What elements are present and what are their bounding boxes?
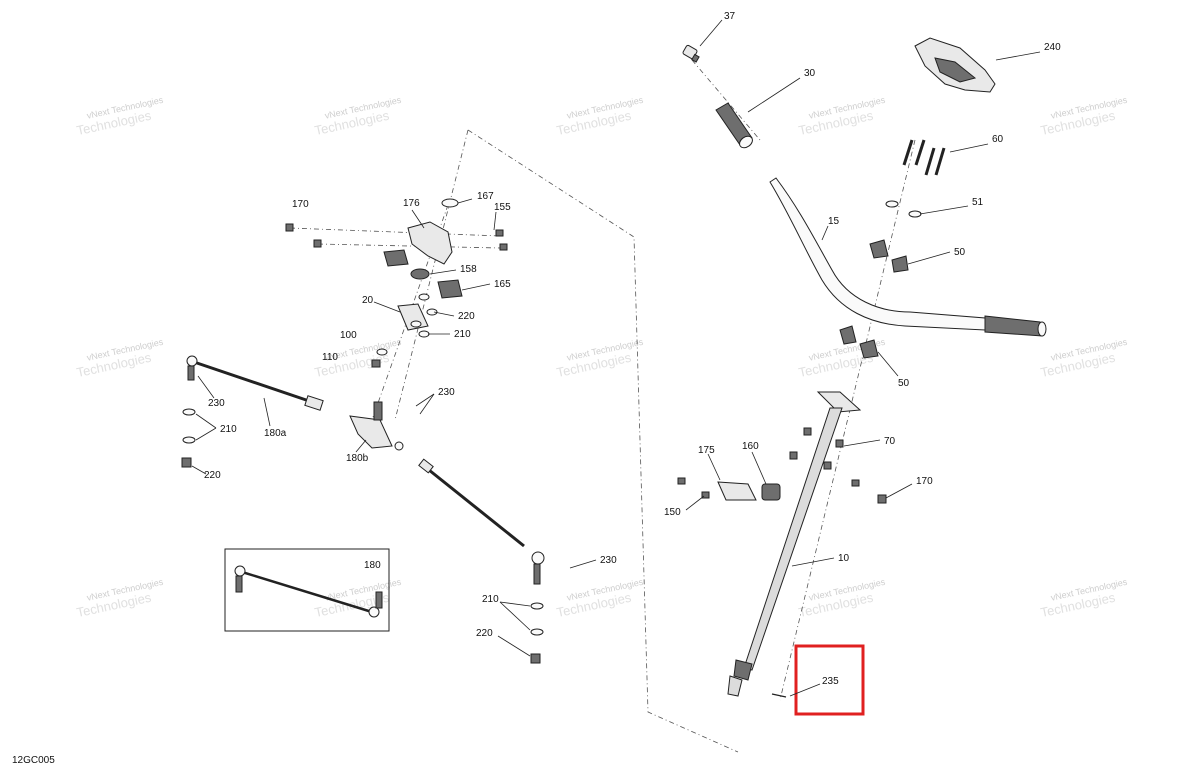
part-230-washer [182, 408, 196, 416]
part-170-nut-left [313, 239, 322, 248]
part-160-bushing [761, 483, 781, 501]
assembly-boundary-line [467, 129, 739, 753]
callout-label: 155 [494, 202, 511, 213]
callout-label: 37 [724, 11, 736, 22]
callout-label: 70 [884, 436, 896, 447]
part-210-washer [530, 628, 544, 636]
part-170-nut-right [851, 479, 887, 504]
part-158-bushing [410, 268, 430, 280]
part-15-handlebar [769, 177, 1047, 337]
part-176-clamp [407, 221, 453, 265]
callout-label: 150 [664, 507, 681, 518]
callout-label: 51 [972, 197, 984, 208]
callout-label: 100 [340, 330, 357, 341]
highlight-box [794, 644, 865, 716]
callout-labels: 37 30 240 60 51 15 50 50 70 170 175 160 … [204, 11, 1061, 687]
part-220-210-hardware [410, 293, 438, 338]
callout-label: 230 [208, 398, 225, 409]
part-30-grip [715, 102, 753, 149]
part-10-steering-column [727, 391, 862, 697]
callout-label: 210 [482, 594, 499, 605]
part-235-cotter-pin [771, 693, 787, 698]
part-70-nuts [789, 427, 844, 470]
callout-label: 158 [460, 264, 477, 275]
callout-label: 230 [600, 555, 617, 566]
assembly-boundary-line [394, 129, 469, 421]
part-180a-tie-rod [186, 355, 324, 411]
part-51-washers [885, 200, 922, 218]
callout-label: 165 [494, 279, 511, 290]
part-155-screw [495, 229, 504, 237]
part-50-clamps-upper [869, 239, 909, 273]
callout-label: 240 [1044, 42, 1061, 53]
drawing-code: 12GC005 [12, 755, 55, 766]
inset-part-180 [224, 548, 390, 632]
part-155-screw [499, 243, 508, 251]
callout-label: 110 [322, 352, 338, 363]
callout-label: 175 [698, 445, 715, 456]
callout-label: 60 [992, 134, 1004, 145]
part-180b-ball-joint [349, 401, 404, 451]
callout-label: 167 [477, 191, 494, 202]
callout-label: 50 [898, 378, 910, 389]
watermark-layer: Technologies vNext Technologies Technolo… [75, 95, 1128, 620]
callout-label: 210 [220, 424, 237, 435]
bushing-half [383, 249, 409, 267]
callout-label: 50 [954, 247, 966, 258]
tie-rod-assembly [181, 198, 545, 664]
part-175-bracket [717, 481, 757, 501]
callout-label: 176 [403, 198, 420, 209]
callout-label-highlighted: 235 [822, 676, 839, 687]
callout-label: 20 [362, 295, 374, 306]
part-37-bolt [682, 44, 700, 63]
callout-label: 180a [264, 428, 287, 439]
part-180b-tie-rod [418, 458, 545, 585]
part-100-washer [376, 348, 388, 356]
callout-label: 30 [804, 68, 816, 79]
callout-label: 220 [476, 628, 493, 639]
part-110-nut [371, 359, 381, 368]
part-167-ring [441, 198, 459, 208]
part-170-nut-left [285, 223, 294, 232]
callout-label: 10 [838, 553, 850, 564]
part-210-washer [530, 602, 544, 610]
callout-label: 180 [364, 560, 381, 571]
part-165-bushing [437, 279, 463, 299]
steering-column-assembly [677, 37, 1047, 701]
part-220-nut [530, 653, 541, 664]
callout-label: 230 [438, 387, 455, 398]
callout-label: 160 [742, 441, 759, 452]
callout-label: 220 [458, 311, 475, 322]
callout-label: 170 [916, 476, 933, 487]
part-210-washer [182, 436, 196, 444]
part-60-bolts [902, 139, 946, 176]
leader-lines [191, 19, 1041, 697]
part-220-nut [181, 457, 192, 468]
part-150-bolts [677, 477, 710, 499]
part-240-handlebar-cover [914, 37, 996, 93]
callout-label: 210 [454, 329, 471, 340]
callout-label: 220 [204, 470, 221, 481]
part-50-clamps-lower [839, 325, 879, 359]
callout-label: 15 [828, 216, 840, 227]
callout-label: 180b [346, 453, 369, 464]
callout-label: 170 [292, 199, 309, 210]
